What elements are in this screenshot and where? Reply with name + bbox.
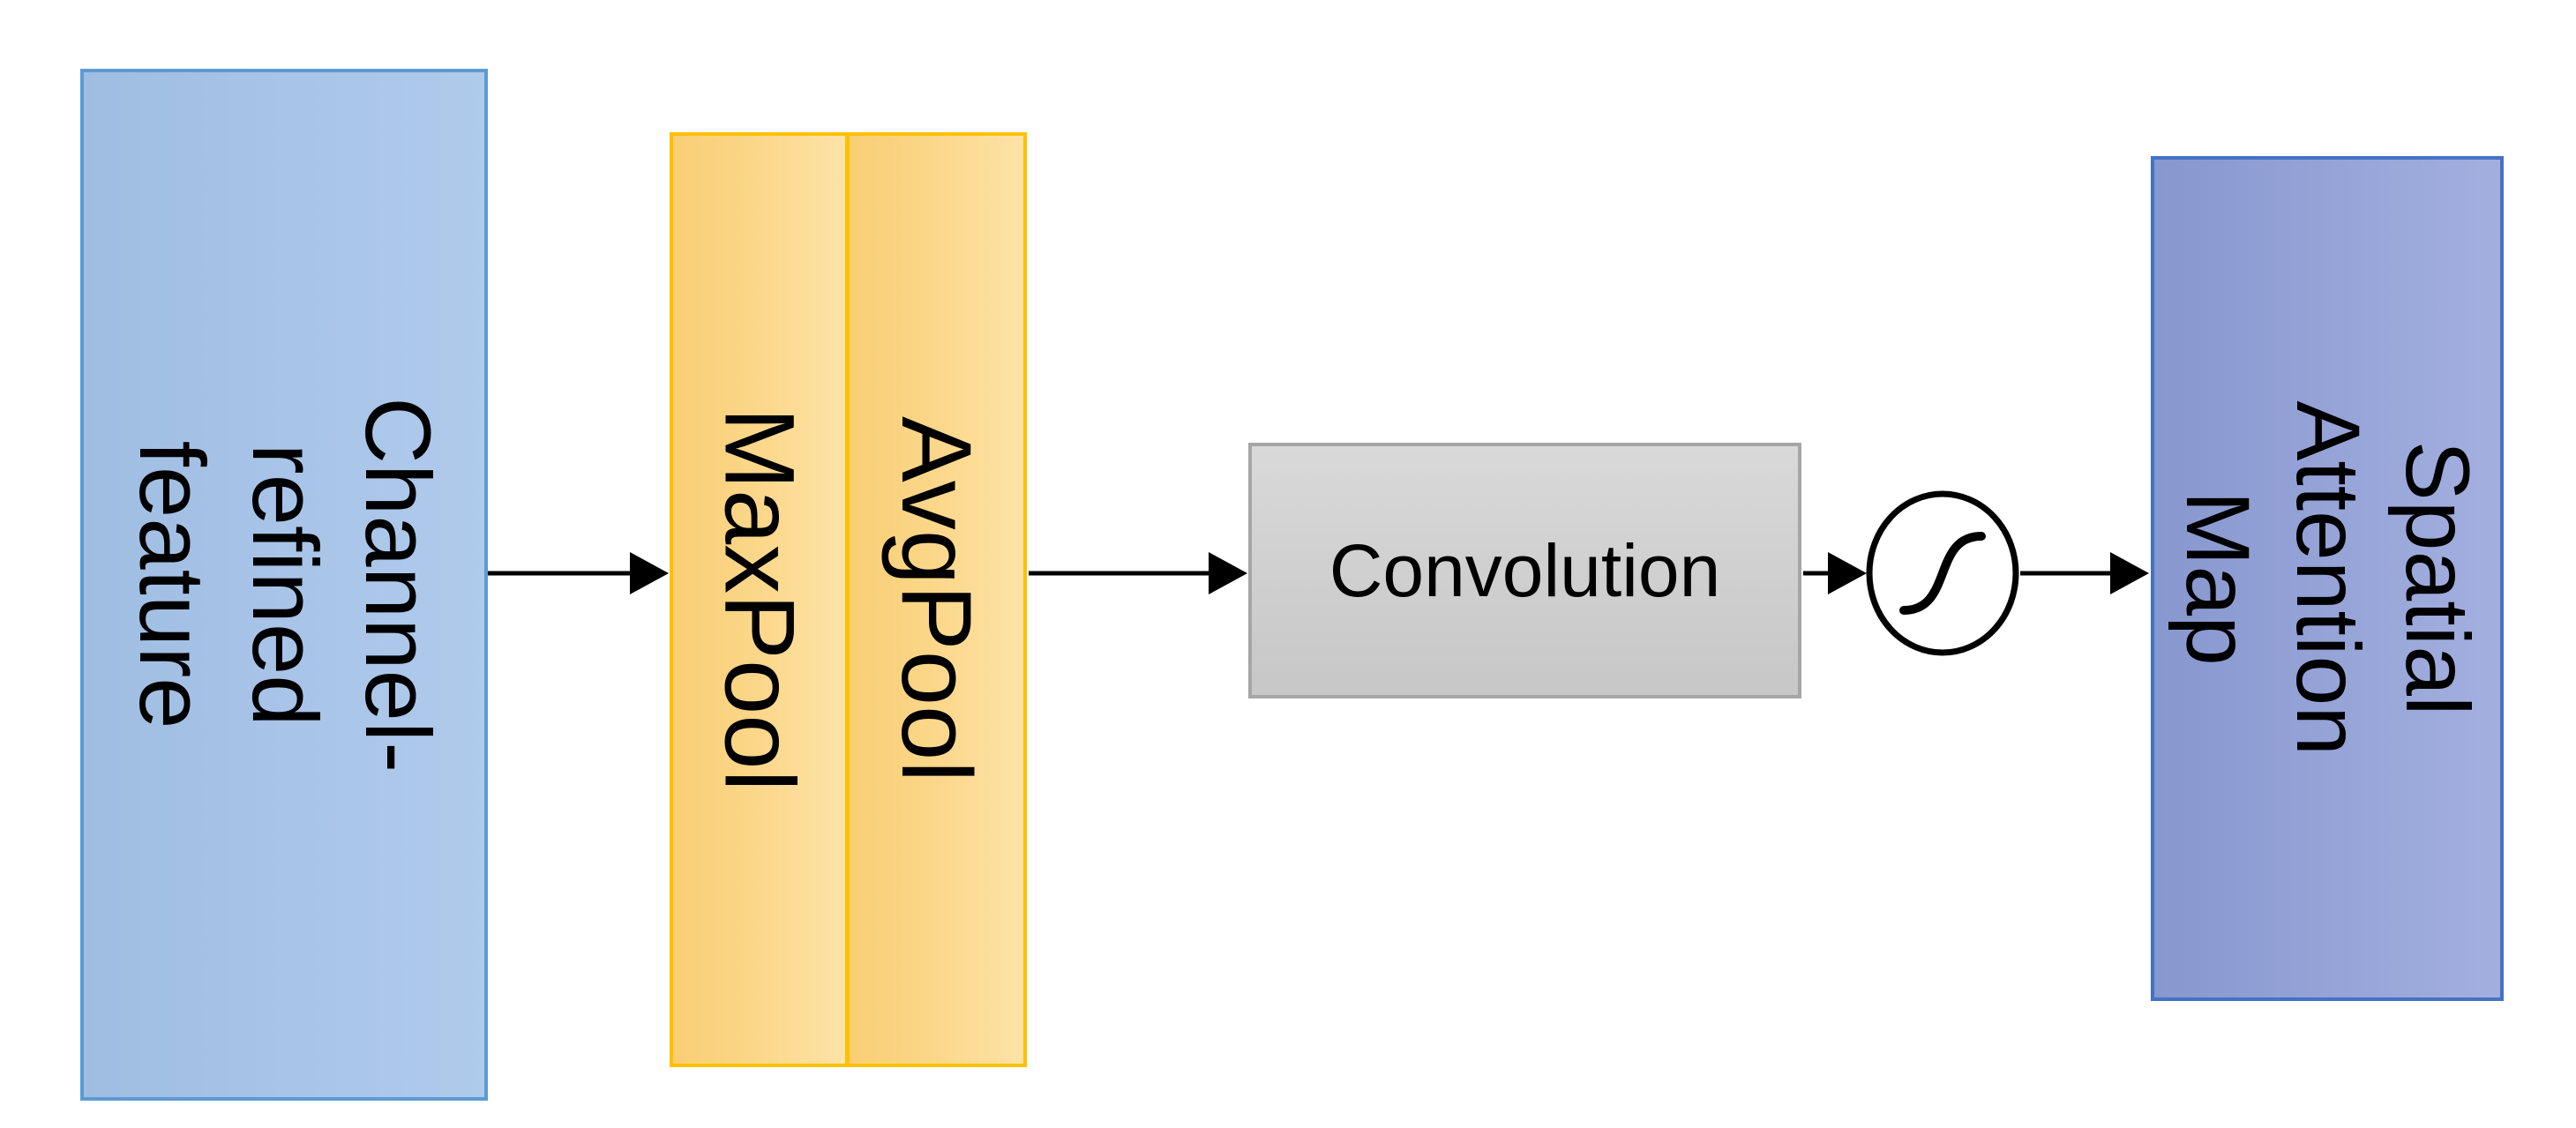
arrowhead-icon (1209, 552, 1247, 594)
arrowhead-icon (2110, 552, 2149, 594)
sigmoid-curve-icon (1899, 532, 1986, 615)
node-avgpool-label: AvgPool (881, 416, 992, 783)
node-convolution: Convolution (1248, 443, 1801, 698)
arrow-convolution-to-sigmoid (1803, 552, 1867, 594)
node-convolution-label: Convolution (1329, 528, 1721, 612)
node-maxpool: MaxPool (670, 132, 849, 1067)
arrowhead-icon (1828, 552, 1867, 594)
arrowhead-icon (630, 552, 669, 594)
node-avgpool: AvgPool (846, 132, 1027, 1067)
arrow-feature-to-pools (488, 552, 669, 594)
node-channel-refined-feature: Channel-refined feature (80, 69, 488, 1101)
arrow-sigmoid-to-map (2020, 552, 2149, 594)
node-spatial-attention-map-label: Spatial Attention Map (2167, 400, 2488, 757)
sigmoid-node (1866, 490, 2019, 656)
arrow-pools-to-convolution (1029, 552, 1247, 594)
node-maxpool-label: MaxPool (704, 407, 815, 792)
node-spatial-attention-map: Spatial Attention Map (2151, 156, 2504, 1001)
node-channel-refined-feature-label: Channel-refined feature (119, 396, 450, 773)
